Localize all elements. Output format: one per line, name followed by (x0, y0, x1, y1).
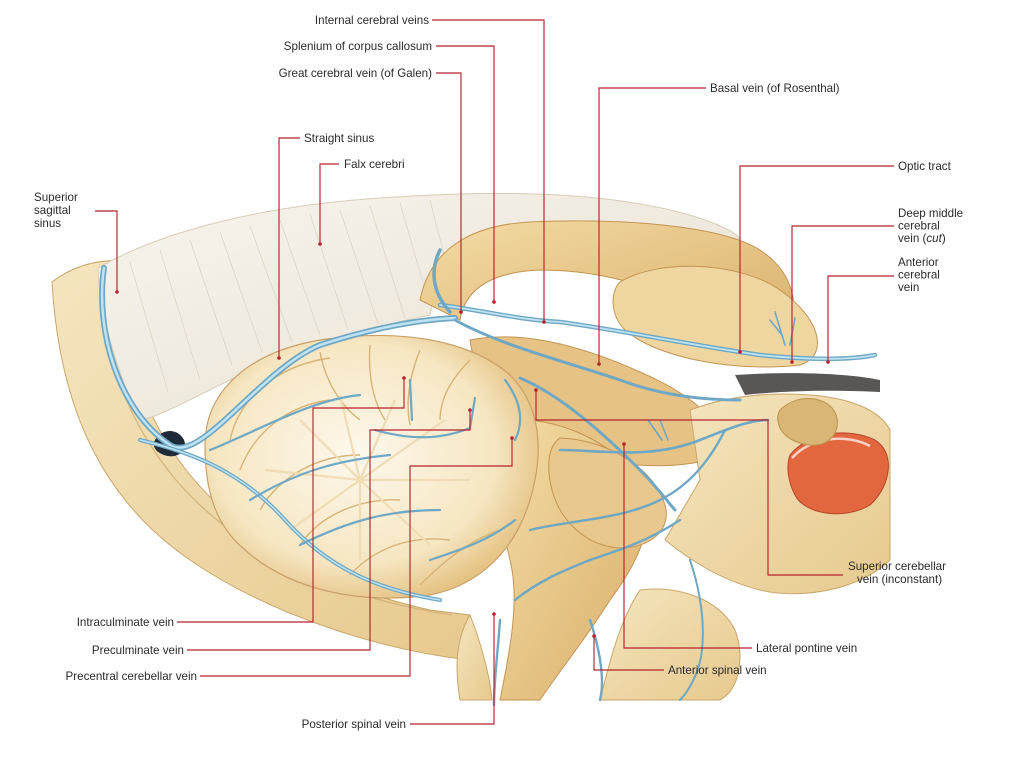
label-great-cerebral-vein: Great cerebral vein (of Galen) (279, 67, 433, 80)
label-lateral-pontine-vein: Lateral pontine vein (756, 642, 857, 655)
label-superior-sagittal-sinus: Superior sagittal sinus (34, 191, 81, 230)
occipital-condyle (456, 613, 493, 701)
label-deep-middle-cerebral-vein: Deep middle cerebral vein (cut) (898, 207, 966, 245)
corpus-callosum (419, 220, 795, 346)
label-anterior-cerebral-vein: Anterior cerebral vein (898, 256, 943, 294)
thalamus (612, 265, 818, 368)
nasal-cavity (787, 432, 889, 515)
cerebellar-folia (229, 344, 501, 586)
leader-endpoints (115, 242, 830, 638)
label-optic-tract: Optic tract (898, 160, 952, 173)
label-precentral-cerebellar-vein: Precentral cerebellar vein (66, 670, 197, 683)
label-splenium-of-corpus-callosum: Splenium of corpus callosum (284, 40, 432, 53)
label-anterior-spinal-vein: Anterior spinal vein (668, 664, 767, 677)
skull-base-dark-gap (735, 373, 880, 395)
label-intraculminate-vein: Intraculminate vein (77, 616, 174, 629)
labels: Internal cerebral veins Splenium of corp… (34, 14, 966, 731)
label-falx-cerebri: Falx cerebri (344, 158, 405, 171)
dorsum-sellae (777, 398, 838, 446)
leader-lines (95, 19, 894, 725)
cerebellum (204, 334, 539, 599)
label-straight-sinus: Straight sinus (304, 132, 374, 145)
cervical-vertebra (599, 588, 741, 701)
label-internal-cerebral-veins: Internal cerebral veins (315, 14, 429, 27)
label-basal-vein: Basal vein (of Rosenthal) (710, 82, 840, 95)
label-preculminate-vein: Preculminate vein (92, 644, 184, 657)
label-superior-cerebellar-vein: Superior cerebellar vein (inconstant) (848, 560, 949, 586)
label-posterior-spinal-vein: Posterior spinal vein (302, 718, 406, 731)
illustration (51, 192, 891, 707)
falx-striations (129, 199, 447, 393)
arbor-vitae (264, 394, 470, 560)
